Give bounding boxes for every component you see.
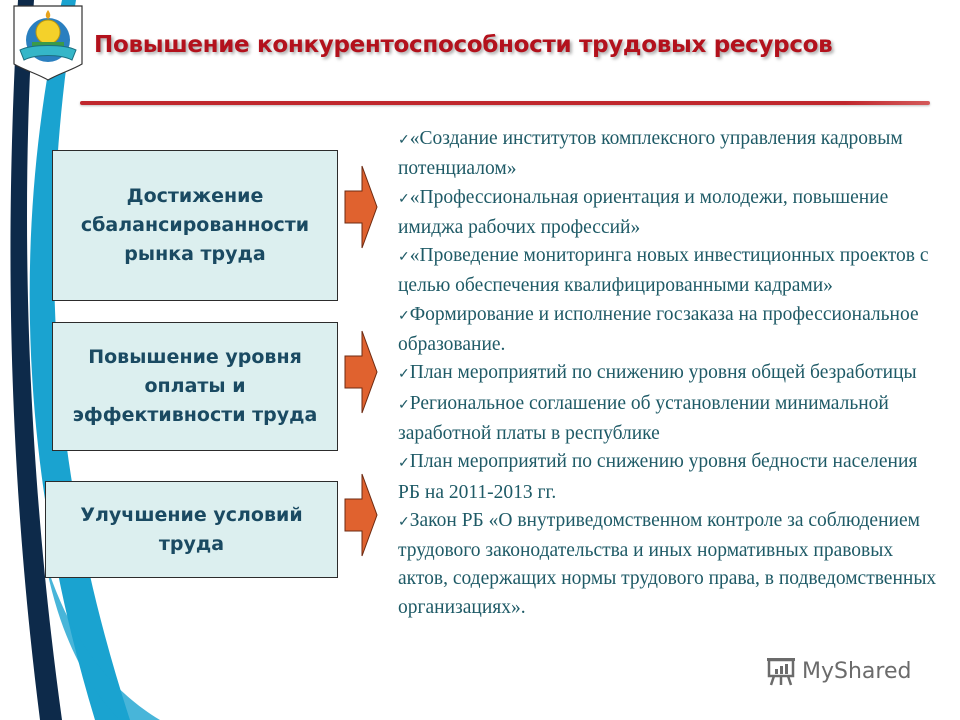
goal-box-line: оплаты и bbox=[144, 375, 246, 397]
goal-box-line: эффективности труда bbox=[72, 404, 318, 426]
goal-box-line: сбалансированности bbox=[80, 214, 310, 236]
list-item: ✓План мероприятий по снижению уровня бед… bbox=[398, 451, 918, 503]
coat-of-arms-icon bbox=[13, 5, 83, 81]
check-icon: ✓ bbox=[398, 514, 410, 530]
list-item: ✓«Профессиональная ориентация и молодежи… bbox=[398, 186, 889, 238]
list-item: ✓«Проведение мониторинга новых инвестици… bbox=[398, 245, 929, 297]
check-icon: ✓ bbox=[398, 308, 410, 324]
goal-box-line: Достижение bbox=[126, 185, 264, 207]
check-icon: ✓ bbox=[398, 367, 410, 383]
check-icon: ✓ bbox=[398, 397, 410, 413]
list-item: ✓«Создание институтов комплексного управ… bbox=[398, 128, 903, 180]
goal-box-working-conditions: Улучшение условий труда bbox=[45, 481, 338, 578]
check-icon: ✓ bbox=[398, 191, 410, 207]
watermark-text: MyShared bbox=[802, 658, 912, 684]
presentation-board-icon bbox=[767, 658, 795, 686]
goal-box-line: Улучшение условий bbox=[80, 503, 303, 526]
goal-box-wage-efficiency: Повышение уровня оплаты и эффективности … bbox=[52, 322, 338, 451]
goal-box-line: Повышение уровня bbox=[88, 346, 302, 368]
check-icon: ✓ bbox=[398, 250, 410, 266]
goal-box-line: труда bbox=[158, 532, 225, 555]
list-item: ✓План мероприятий по снижению уровня общ… bbox=[398, 362, 917, 384]
goal-box-line: рынка труда bbox=[124, 243, 266, 265]
list-item: ✓Формирование и исполнение госзаказа на … bbox=[398, 303, 919, 356]
arrow-right-icon bbox=[344, 165, 378, 249]
check-icon: ✓ bbox=[398, 456, 410, 472]
check-icon: ✓ bbox=[398, 133, 410, 148]
arrow-right-icon bbox=[344, 330, 378, 414]
measures-list: ✓«Создание институтов комплексного управ… bbox=[398, 125, 938, 622]
goal-box-labor-market-balance: Достижение сбалансированности рынка труд… bbox=[52, 150, 338, 301]
arrow-right-icon bbox=[344, 473, 378, 557]
slide-title: Повышение конкурентоспособности трудовых… bbox=[94, 32, 833, 58]
list-item: ✓Региональное соглашение об установлении… bbox=[398, 392, 889, 444]
list-item: ✓Закон РБ «О внутриведомственном контрол… bbox=[398, 509, 937, 618]
watermark: MyShared bbox=[766, 656, 911, 686]
title-underline bbox=[80, 101, 930, 105]
